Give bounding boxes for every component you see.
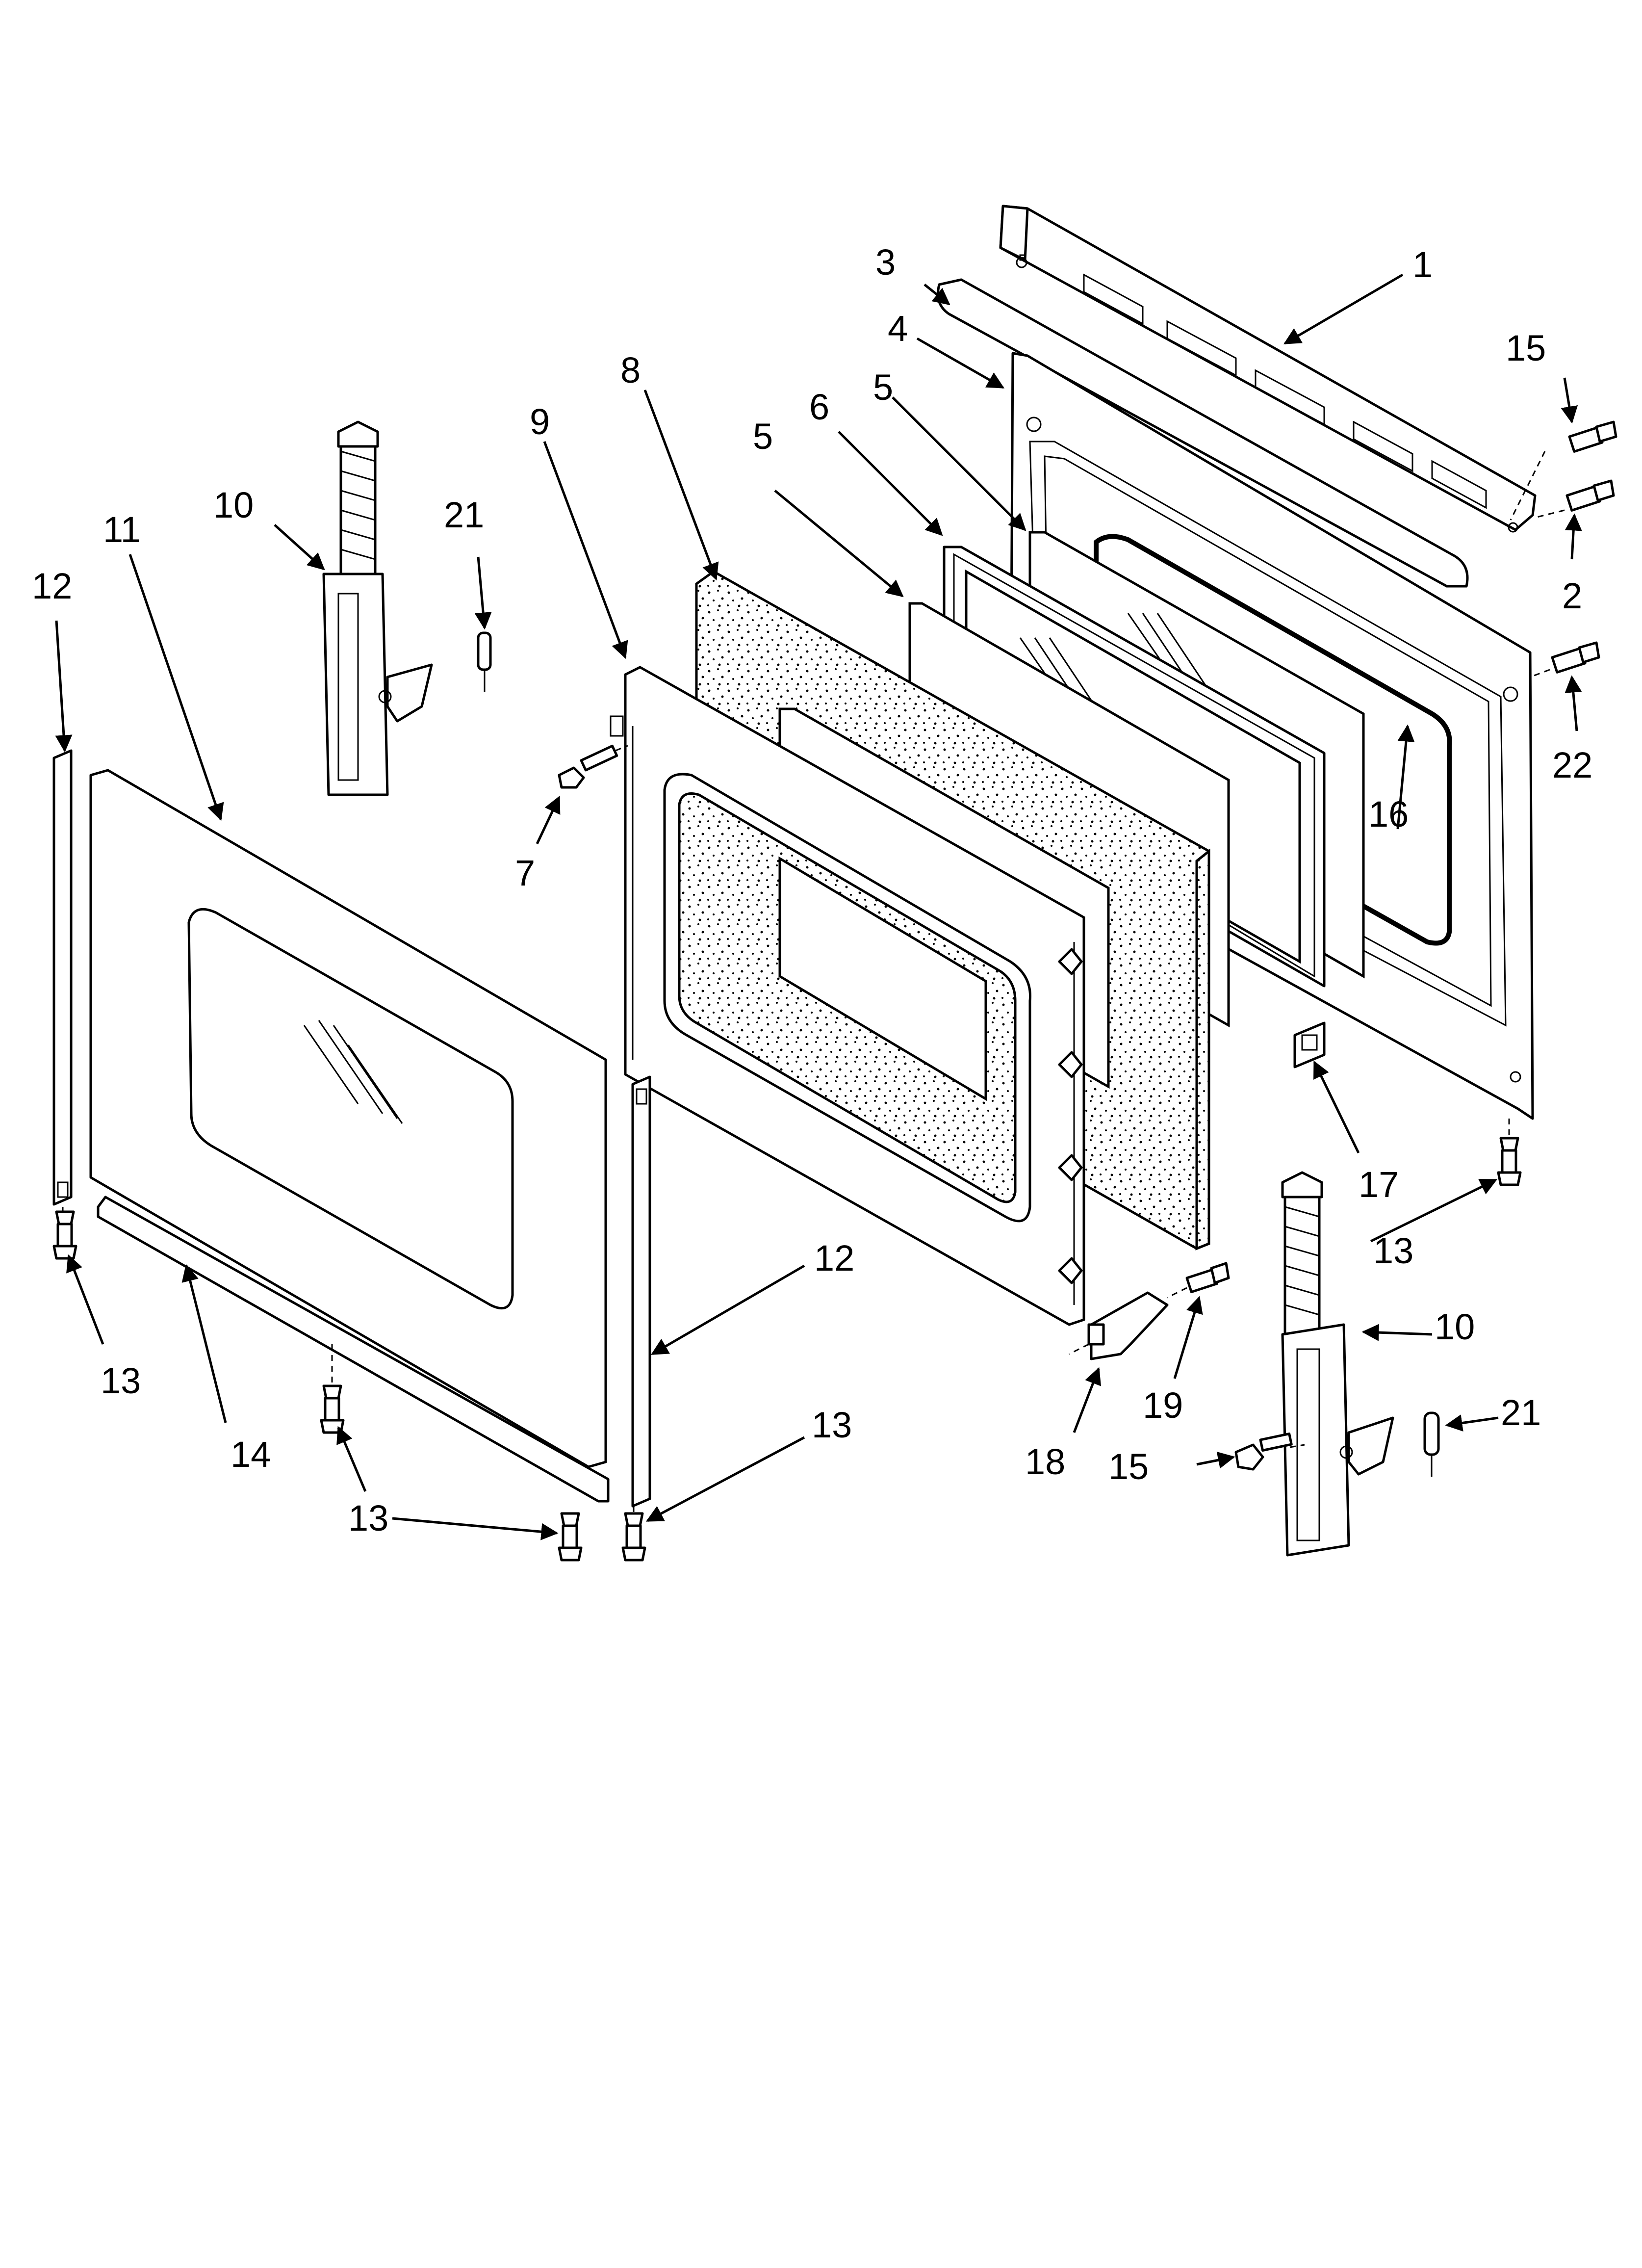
screw-13-bottom-a [558,1512,583,1562]
callout-18: 18 [1025,1441,1065,1482]
side-trim-left [52,749,73,1206]
hinge-receiver-left [477,631,492,692]
hinge-right [1281,1171,1394,1557]
screw-13-bottom-b [621,1512,646,1562]
callout-5b: 5 [873,367,893,408]
bottom-trim [97,1196,610,1503]
inner-door-liner [610,666,1085,1326]
callout-16: 16 [1368,794,1409,834]
callout-15a: 15 [1506,328,1546,368]
callout-22: 22 [1552,745,1592,785]
hinge-left [322,420,433,796]
callout-19: 19 [1143,1385,1183,1426]
assembly-lines [62,451,1565,1513]
callout-4: 4 [888,308,908,349]
hinge-receiver-right [1423,1411,1440,1477]
callout-2: 2 [1562,575,1582,616]
callout-10a: 10 [213,485,254,525]
callout-14: 14 [231,1434,271,1475]
callout-7: 7 [515,853,535,893]
screw-2 [1565,479,1615,512]
callout-labels: 1 2 3 4 5 5 6 7 8 9 10 10 11 12 12 13 13… [32,242,1592,1538]
screw-13-left [52,1210,77,1260]
screw-13-right [1497,1137,1522,1186]
callout-9: 9 [530,401,550,442]
callout-15b: 15 [1108,1446,1149,1487]
callout-10b: 10 [1435,1306,1475,1347]
screw-13-bottom-trim [320,1384,345,1434]
screw-22 [1551,641,1600,674]
callout-6: 6 [809,387,829,427]
callout-12b: 12 [814,1238,854,1278]
callout-21a: 21 [444,495,484,535]
callout-21b: 21 [1501,1392,1541,1433]
bracket [1087,1291,1169,1360]
callout-17: 17 [1359,1164,1399,1205]
callout-12a: 12 [32,566,72,606]
callout-13b: 13 [348,1498,388,1538]
callout-3: 3 [875,242,896,283]
callout-5a: 5 [753,416,773,457]
callout-11: 11 [103,509,141,550]
callout-8: 8 [620,350,641,391]
side-trim-right [631,1075,651,1508]
screw-15-bottom [1234,1433,1293,1471]
screw-7 [558,744,618,789]
callout-13d: 13 [1373,1230,1413,1271]
callout-1: 1 [1412,244,1433,285]
outer-door-panel [89,769,607,1468]
clip [1293,1021,1326,1069]
callout-13a: 13 [101,1360,141,1401]
callout-leaders [55,273,1582,1540]
screw-19 [1185,1262,1230,1294]
callout-13c: 13 [812,1405,852,1445]
screw-15-top [1568,420,1617,453]
door-trim-panel [999,205,1537,533]
